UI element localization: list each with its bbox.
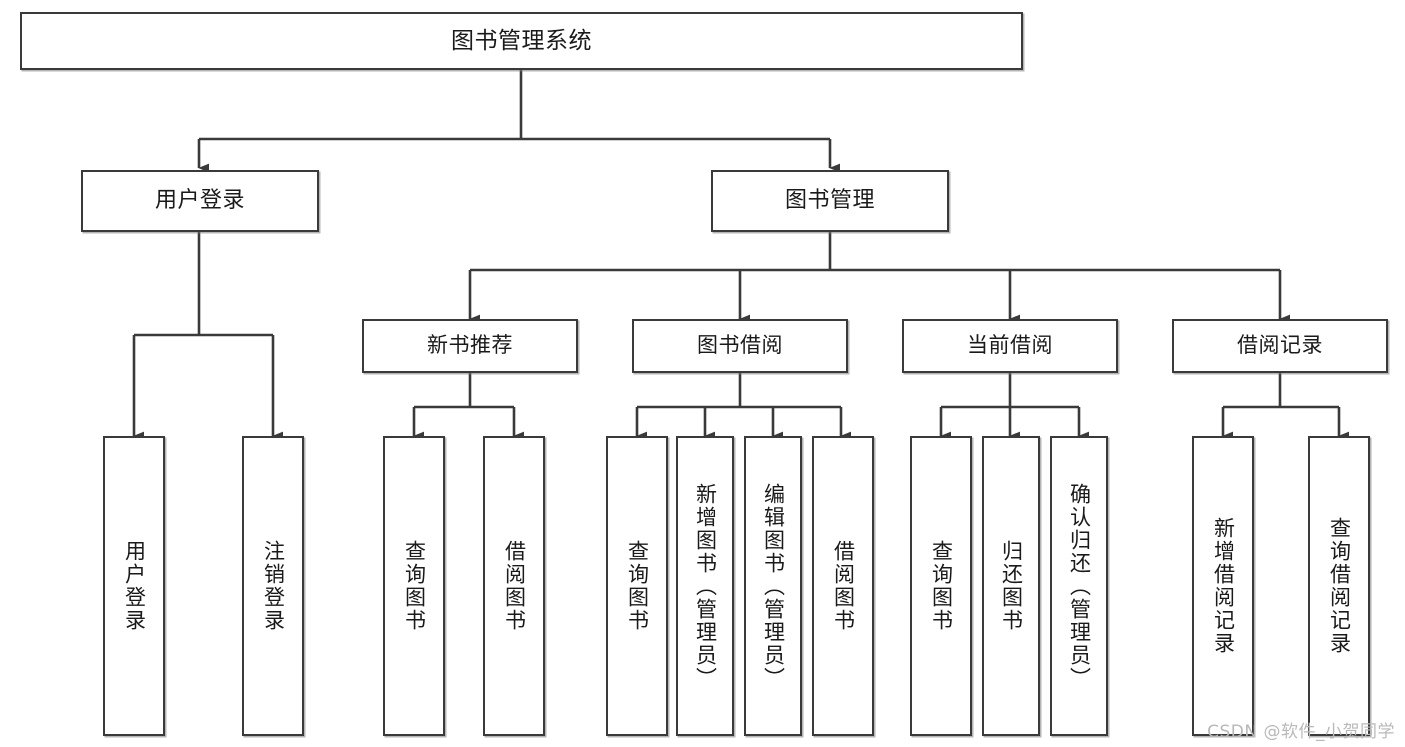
node-borrow-record[interactable]: 借阅记录: [1172, 319, 1388, 373]
node-user-login[interactable]: 用户登录: [81, 170, 319, 232]
node-label: 借阅图书: [502, 540, 527, 632]
leaf-book-borrow-borrow-book[interactable]: 借阅图书: [812, 436, 874, 736]
node-new-book-recommend[interactable]: 新书推荐: [362, 319, 578, 373]
node-label: 新增借阅记录: [1211, 517, 1236, 655]
leaf-current-borrow-confirm-return-admin[interactable]: 确认归还（管理员）: [1050, 436, 1108, 736]
node-label: 用户登录: [122, 540, 147, 632]
node-current-borrow[interactable]: 当前借阅: [902, 319, 1118, 373]
node-label: 归还图书: [999, 540, 1024, 632]
leaf-new-book-query-book[interactable]: 查询图书: [383, 436, 445, 736]
leaf-new-book-borrow-book[interactable]: 借阅图书: [483, 436, 545, 736]
leaf-borrow-record-query-record[interactable]: 查询借阅记录: [1308, 436, 1370, 736]
node-label: 图书管理: [784, 188, 875, 214]
node-label: 确认归还（管理员）: [1067, 482, 1092, 690]
node-book-management[interactable]: 图书管理: [711, 170, 949, 232]
node-label: 用户登录: [154, 188, 245, 214]
node-label: 当前借阅: [967, 333, 1053, 358]
node-label: 编辑图书（管理员）: [761, 482, 786, 690]
node-label: 图书管理系统: [451, 27, 592, 54]
leaf-current-borrow-return-book[interactable]: 归还图书: [982, 436, 1040, 736]
leaf-user-login-login[interactable]: 用户登录: [103, 436, 165, 736]
leaf-book-borrow-add-book-admin[interactable]: 新增图书（管理员）: [676, 436, 734, 736]
leaf-book-borrow-query-book[interactable]: 查询图书: [606, 436, 668, 736]
node-label: 查询借阅记录: [1327, 517, 1352, 655]
csdn-watermark: CSDN @软件_小贺同学: [1207, 722, 1395, 742]
node-label: 查询图书: [625, 540, 650, 632]
node-label: 借阅记录: [1237, 333, 1323, 358]
node-root-book-management-system[interactable]: 图书管理系统: [20, 12, 1023, 70]
node-label: 新增图书（管理员）: [693, 482, 718, 690]
node-label: 查询图书: [929, 540, 954, 632]
node-label: 查询图书: [402, 540, 427, 632]
node-book-borrow[interactable]: 图书借阅: [632, 319, 848, 373]
leaf-borrow-record-add-record[interactable]: 新增借阅记录: [1192, 436, 1254, 736]
leaf-book-borrow-edit-book-admin[interactable]: 编辑图书（管理员）: [744, 436, 802, 736]
node-label: 借阅图书: [831, 540, 856, 632]
leaf-user-login-logout[interactable]: 注销登录: [242, 436, 304, 736]
node-label: 新书推荐: [427, 333, 513, 358]
node-label: 图书借阅: [697, 333, 783, 358]
leaf-current-borrow-query-book[interactable]: 查询图书: [910, 436, 972, 736]
node-label: 注销登录: [261, 540, 286, 632]
